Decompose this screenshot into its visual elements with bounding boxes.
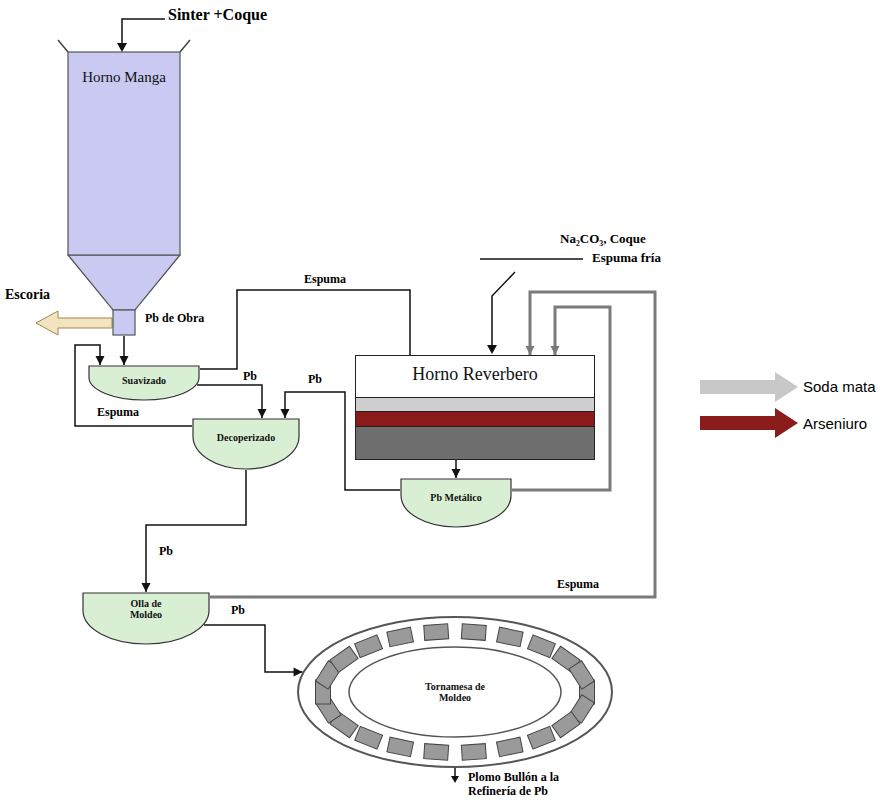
node-label: Horno Reverbero [412,365,537,385]
arrowhead [120,356,129,365]
mold [528,635,556,658]
edge-label: Pb [241,370,259,383]
output-arrow [700,408,798,438]
flow-connector [142,470,247,592]
furnace-funnel [68,255,180,310]
mold [496,737,523,757]
mold [355,726,383,749]
mold [387,627,414,647]
text-holder: Horno Reverbero [356,365,594,385]
edge-label: Pb [157,545,175,558]
reverberatory-furnace: Horno Reverbero [355,355,595,460]
arrowhead [96,356,105,365]
ladle-pot: Decoperizado [192,418,300,470]
ladle-pot: Olla de Moldeo [82,592,210,645]
text-holder: Decoperizado [192,427,300,445]
edge-label: Espuma [555,578,601,591]
edge-label: Pb de Obra [143,312,206,325]
mold [497,627,524,647]
text-holder: Horno Manga [58,68,190,86]
text-holder: Suavizado [88,370,200,388]
output-label: Escoria [5,287,50,303]
pot-body [89,366,199,400]
arrowhead [258,409,267,418]
feed-line [480,258,583,260]
edge-label: Espuma [302,273,348,286]
node-label: Tornamesa de Moldeo [418,681,492,703]
ring-inner [349,647,561,737]
mold [569,661,595,689]
arrowhead [281,409,290,418]
text-holder: Tornamesa de Moldeo [297,616,613,768]
matte-band [356,397,594,411]
node-label: Horno Manga [82,69,166,86]
arrowhead [526,346,535,355]
arrowhead [551,346,560,355]
pot-body [193,419,299,469]
edge-label: Espuma [95,406,141,419]
input-label: Sinter +Coque [168,6,267,24]
blast-furnace: Horno Manga [58,40,190,336]
mold [355,635,383,658]
flow-line [204,625,302,672]
feed-line [122,19,165,44]
output-label: Arseniuro [803,415,867,432]
ring-outer [298,617,612,767]
mold [461,744,486,761]
flow-connector [452,460,461,478]
flow-connector [204,625,302,677]
mold [527,726,555,749]
output-arrow [700,372,798,402]
arsenide-band [356,411,594,426]
node-label: Olla de Moldeo [120,598,172,620]
pot-body [83,593,209,644]
feed-line [492,272,515,346]
mold [387,737,414,757]
mold [424,744,449,761]
slag-arrow [36,311,112,335]
mold [330,646,358,672]
furnace-shaft [68,52,180,255]
output-label: Plomo Bullón a la Refinería de Pb [468,770,608,798]
hopper-line [180,40,190,52]
flow-connector [120,336,129,365]
pot-outline [400,478,512,528]
flow-line [197,385,262,418]
tap-box [113,310,135,335]
text-holder: Pb Metálico [400,487,512,505]
output-label: Soda mata [803,378,876,395]
ladle-pot: Suavizado [88,365,200,401]
mold [424,624,449,641]
input-label: Espuma fría [592,251,661,266]
ladle-pot: Pb Metálico [400,478,512,528]
edge-label: Pb [229,604,247,617]
feed-arrowhead [487,345,497,354]
hopper-line [58,40,68,52]
flow-line [146,470,246,592]
mold [461,624,486,641]
pot-outline [192,418,300,470]
text-holder: Olla de Moldeo [82,598,210,622]
casting-turntable: Tornamesa de Moldeo [297,616,613,768]
input-label: Na₂CO₃, Coque [560,232,646,247]
edge-label: Pb [306,373,324,386]
node-label: Pb Metálico [430,492,481,503]
arrowhead [452,469,461,478]
arrowhead [142,583,151,592]
pot-body [401,479,511,527]
flow-connector [197,385,266,418]
node-label: Decoperizado [217,432,275,443]
mold [552,712,580,738]
output-line [454,768,456,777]
node-label: Suavizado [122,375,166,386]
feed-arrowhead [117,43,127,52]
output-arrowhead [451,776,459,783]
metal-band [356,426,594,459]
